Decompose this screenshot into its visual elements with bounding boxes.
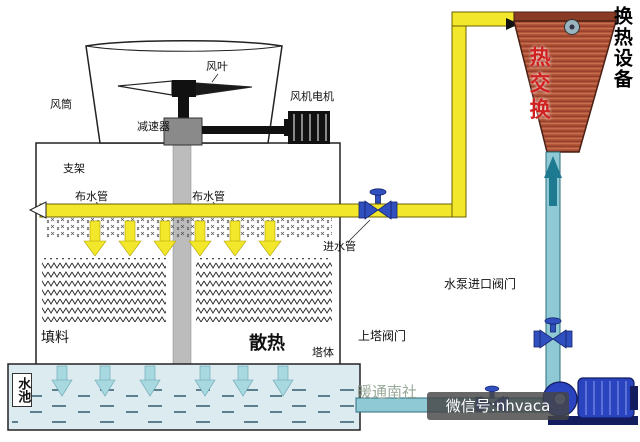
flow-arrow-into-exchanger xyxy=(506,18,519,30)
fill-material-right xyxy=(196,258,332,322)
heat-exchange-equipment-label: 换热设备 xyxy=(610,6,633,90)
pump-motor-fins xyxy=(585,381,627,415)
heat-exchanger-top-bar xyxy=(513,11,617,22)
fan-housing-rim xyxy=(85,45,283,52)
drive-bar xyxy=(202,126,288,134)
fill-material-label: 填料 xyxy=(41,330,69,346)
pump-inlet-valve-label: 水泵进口阀门 xyxy=(444,277,517,291)
heat-exchanger-label: 热交换 xyxy=(527,46,552,124)
flow-arrow-into-tower xyxy=(28,201,47,219)
flow-arrow-up xyxy=(544,156,562,206)
inlet-pipe-leader xyxy=(347,219,371,243)
fill-material-left xyxy=(42,258,166,322)
upper-tower-valve-label: 上塔阀门 xyxy=(358,329,407,343)
heat-exchanger-vent-hub xyxy=(569,24,575,30)
watermark-wechat-badge: 微信号:nhvaca xyxy=(427,392,569,420)
watermark-brand: 暖通南社 xyxy=(357,383,418,401)
heat-dissipation-label: 散热 xyxy=(249,333,285,354)
hot-water-riser-pipe xyxy=(451,11,467,218)
fan-blade-label: 风叶 xyxy=(206,60,228,73)
fan-shaft xyxy=(178,97,189,119)
pump-motor-endcap xyxy=(630,386,638,410)
support-label: 支架 xyxy=(63,162,85,175)
dist-pipe-label-left: 布水管 xyxy=(75,190,108,203)
heat-exchanger-body xyxy=(513,20,617,153)
spray-nozzle-field xyxy=(44,218,332,238)
air-duct-label: 风筒 xyxy=(50,98,72,111)
fan-motor-body xyxy=(284,111,330,144)
inlet-pipe-label: 进水管 xyxy=(323,240,356,253)
pump-base xyxy=(548,416,638,425)
water-pool-label: 水池 xyxy=(12,373,33,407)
tower-body-label: 塔体 xyxy=(312,346,334,359)
pool-water-texture xyxy=(12,382,356,426)
dist-pipe-label-right: 布水管 xyxy=(192,190,225,203)
fan-blade-leader-line xyxy=(211,73,219,83)
reducer-label: 减速器 xyxy=(137,120,170,133)
fan-hub xyxy=(172,80,196,97)
fan-motor-label: 风机电机 xyxy=(290,90,334,103)
